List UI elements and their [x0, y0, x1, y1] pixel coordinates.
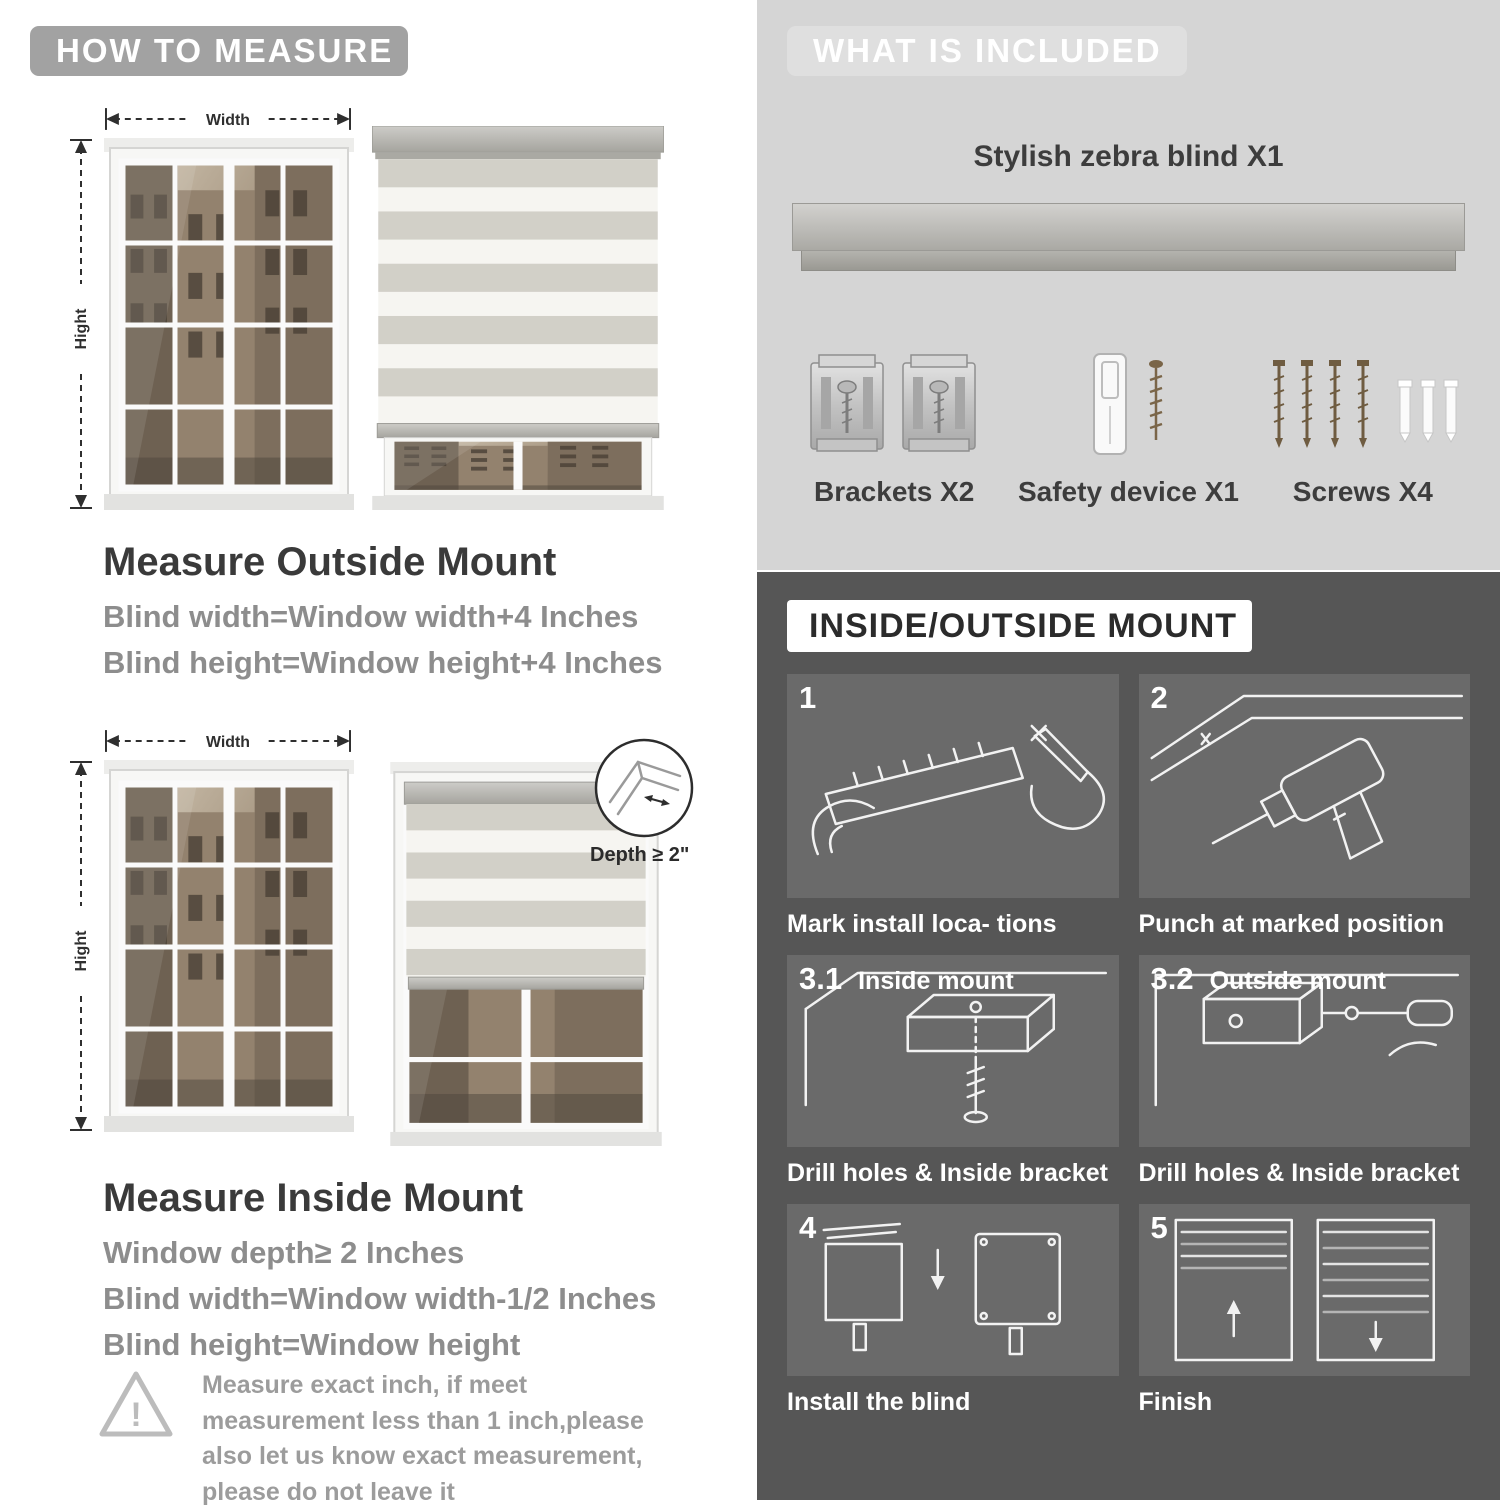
inside-mount-line2: Blind width=Window width-1/2 Inches — [103, 1281, 657, 1316]
window-illustration-inside — [104, 760, 354, 1132]
width-dimension: Width — [104, 728, 354, 754]
step-3-2: 3.2 Outside mount — [1138, 955, 1470, 1188]
finish-icon — [1174, 1218, 1435, 1362]
inside-bracket-icon — [804, 971, 1107, 1124]
width-dimension: Width — [104, 106, 354, 132]
step-3-1-sublabel: Inside mount — [858, 967, 1014, 995]
note-text: Measure exact inch, if meet measurement … — [202, 1371, 644, 1506]
how-to-measure-header: HOW TO MEASURE — [30, 26, 408, 76]
step-3-1-caption: Drill holes & Inside bracket — [787, 1159, 1108, 1187]
step-2-caption: Punch at marked position — [1138, 910, 1445, 938]
step-5-panel: 5 — [1138, 1204, 1470, 1376]
depth-callout-label: Depth ≥ 2" — [590, 844, 690, 866]
step-1: 1 Mark install loca- tions — [787, 674, 1119, 939]
step-4-caption: Install the blind — [787, 1388, 971, 1416]
step-3-2-caption: Drill holes & Inside bracket — [1138, 1159, 1460, 1187]
mount-guide-panel: INSIDE/OUTSIDE MOUNT 1 — [757, 572, 1500, 1500]
safety-device-label: Safety device X1 — [1017, 476, 1239, 507]
inside-mount-line3: Blind height=Window height — [103, 1327, 521, 1362]
headrail-lip — [801, 251, 1456, 271]
step-5: 5 Fi — [1138, 1204, 1470, 1417]
outside-mount-title: Measure Outside Mount — [103, 540, 557, 584]
included-item-screws: Screws X4 — [1246, 338, 1480, 508]
width-label: Width — [206, 734, 250, 751]
what-is-included-header-label: WHAT IS INCLUDED — [813, 32, 1162, 69]
mark-locations-icon — [811, 724, 1106, 856]
step-3-2-panel: 3.2 Outside mount — [1138, 955, 1470, 1147]
step-3-1-panel: 3.1 Inside mount — [787, 955, 1119, 1147]
step-4-number: 4 — [799, 1210, 817, 1245]
zebra-blind-label: Stylish zebra blind X1 — [973, 140, 1284, 173]
what-is-included-header: WHAT IS INCLUDED — [787, 26, 1187, 76]
step-3-2-number: 3.2 — [1150, 961, 1194, 996]
drill-icon — [1150, 694, 1463, 860]
screws-icon — [1263, 338, 1463, 460]
width-arrow-icon: Width — [104, 108, 352, 130]
measurement-note: ! Measure exact inch, if meet measuremen… — [96, 1368, 672, 1510]
step-3-1-number: 3.1 — [799, 961, 843, 996]
outside-bracket-icon — [1154, 973, 1459, 1107]
included-items: Brackets X2 Safety device X1 — [777, 338, 1480, 508]
brackets-icon — [799, 338, 989, 460]
height-label: Hight — [73, 308, 90, 350]
step-2-number: 2 — [1150, 680, 1168, 715]
headrail-bar — [792, 203, 1465, 251]
install-blind-icon — [822, 1222, 1061, 1356]
height-arrow-icon: Hight — [70, 139, 92, 509]
step-1-caption: Mark install loca- tions — [787, 910, 1057, 938]
height-label: Hight — [73, 930, 90, 972]
step-4: 4 Install the blind — [787, 1204, 1119, 1417]
screws-label: Screws X4 — [1292, 476, 1433, 507]
step-2: 2 Punch — [1138, 674, 1470, 939]
zebra-blind-headrail-image — [792, 203, 1465, 271]
zebra-blind-illustration-inside — [390, 762, 662, 1146]
step-1-panel: 1 — [787, 674, 1119, 898]
height-arrow-icon: Hight — [70, 761, 92, 1131]
how-to-measure-header-label: HOW TO MEASURE — [56, 32, 394, 69]
included-item-safety-device: Safety device X1 — [1011, 338, 1245, 508]
included-item-brackets: Brackets X2 — [777, 338, 1011, 508]
what-is-included-panel: WHAT IS INCLUDED Stylish zebra blind X1 — [757, 0, 1500, 570]
warning-exclamation: ! — [130, 1396, 141, 1434]
mount-guide-header: INSIDE/OUTSIDE MOUNT — [787, 600, 1252, 652]
step-1-number: 1 — [799, 680, 817, 715]
step-3-2-sublabel: Outside mount — [1209, 967, 1386, 995]
step-5-caption: Finish — [1138, 1388, 1213, 1416]
outside-mount-text: Measure Outside Mount Blind width=Window… — [103, 540, 743, 691]
width-arrow-icon: Width — [104, 730, 352, 752]
inside-mount-title: Measure Inside Mount — [103, 1176, 524, 1220]
inside-mount-line1: Window depth≥ 2 Inches — [103, 1235, 465, 1270]
warning-icon: ! — [99, 1371, 173, 1437]
mount-steps-grid: 1 Mark install loca- tions — [787, 674, 1470, 1433]
outside-mount-line1: Blind width=Window width+4 Inches — [103, 599, 639, 634]
outside-mount-window-figure: Width Hight — [68, 106, 354, 510]
width-label: Width — [206, 112, 250, 129]
inside-mount-window-figure: Width Hight — [68, 728, 354, 1132]
step-4-panel: 4 — [787, 1204, 1119, 1376]
outside-mount-line2: Blind height=Window height+4 Inches — [103, 645, 663, 680]
window-illustration-outside — [104, 138, 354, 510]
step-2-panel: 2 — [1138, 674, 1470, 898]
brackets-label: Brackets X2 — [813, 476, 975, 507]
step-5-number: 5 — [1150, 1210, 1168, 1245]
inside-mount-text: Measure Inside Mount Window depth≥ 2 Inc… — [103, 1176, 743, 1373]
zebra-blind-illustration-outside — [372, 126, 664, 510]
depth-zoom-icon — [594, 738, 694, 838]
mount-guide-header-label: INSIDE/OUTSIDE MOUNT — [809, 606, 1238, 645]
safety-device-icon — [1038, 338, 1218, 460]
